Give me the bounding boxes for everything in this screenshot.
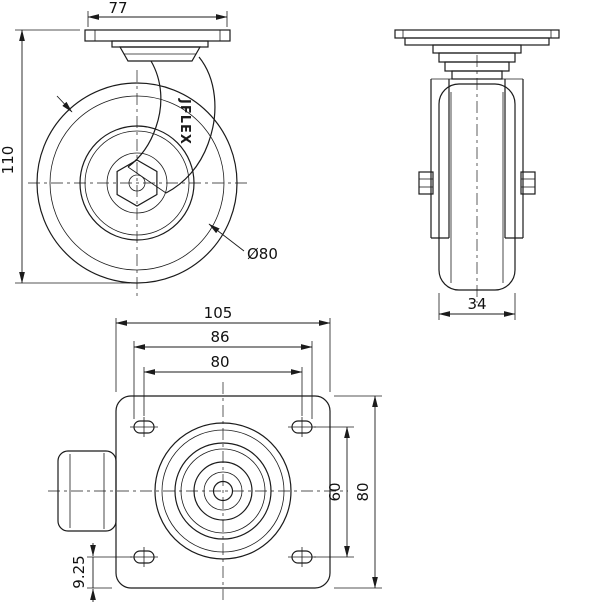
dim-34-label: 34 — [467, 295, 486, 313]
mounting-slot-bottom-right — [288, 547, 316, 567]
wheel-plan — [57, 450, 117, 532]
dim-105-label: 105 — [204, 304, 233, 322]
brand-logo: JFLEX — [177, 98, 192, 145]
swivel-head-side — [111, 40, 209, 62]
dim-bolt-span-outer: 86 — [133, 328, 313, 419]
bearing-ring — [154, 422, 292, 560]
bearing-ring — [193, 461, 253, 521]
dim-77-label: 77 — [108, 0, 127, 17]
dim-110-label: 110 — [0, 146, 17, 175]
bearing-ring — [203, 471, 243, 511]
top-plate-front — [394, 29, 560, 46]
fork-inner-edge — [127, 60, 162, 168]
race-ring — [432, 44, 522, 54]
fork-bottom-edge — [127, 166, 167, 194]
axle-nut-right — [520, 171, 536, 195]
dim-overall-height: 110 — [0, 29, 130, 284]
mounting-slot-top-right — [288, 417, 316, 437]
bearing-ring — [180, 448, 266, 534]
plan-view: 105 86 80 60 80 — [48, 304, 382, 602]
dim-60-label: 60 — [326, 482, 344, 501]
leader-line — [208, 223, 245, 252]
hub-outer-ring — [79, 125, 195, 241]
dim-86-label: 86 — [210, 328, 229, 346]
hub-boss — [106, 152, 168, 214]
dim-bolt-span-inner: 80 — [143, 353, 303, 416]
nut-outline — [418, 171, 434, 195]
tread-pointer-arrow — [56, 95, 73, 113]
race-dome — [118, 46, 202, 62]
axle-nut-left — [418, 171, 434, 195]
wheel-tread-inner — [49, 95, 225, 271]
axle-center-hole — [128, 174, 146, 192]
bearing-ring — [161, 429, 285, 553]
dim-80-label: 80 — [210, 353, 229, 371]
dim-edge-offset: 9.25 — [70, 543, 132, 602]
mounting-slot-bottom-left — [130, 547, 158, 567]
bearing-ring — [174, 442, 272, 540]
wheel-tread-outer — [36, 82, 238, 284]
mounting-slot-top-left — [130, 417, 158, 437]
dim-wheel-width: 34 — [438, 293, 516, 320]
dim-plate-width: 77 — [87, 0, 228, 27]
dim-plate-length: 105 — [115, 304, 331, 392]
kingpin-hole — [212, 480, 234, 502]
dim-925-label: 9.25 — [70, 555, 88, 588]
fork-side: JFLEX — [127, 56, 216, 194]
nut-outline — [520, 171, 536, 195]
dim-dia80-label: Ø80 — [247, 245, 278, 263]
hub-inner-ring — [84, 130, 190, 236]
dim-plate-depth: 80 — [334, 395, 382, 589]
mounting-plate-outline — [115, 395, 331, 589]
plate-lower-flange — [404, 37, 550, 46]
front-view: 34 — [394, 29, 560, 320]
plate-outline — [84, 29, 231, 42]
plate-outline — [394, 29, 560, 39]
side-view: 77 110 JFLEX — [0, 0, 278, 298]
dim-bolt-span-vertical: 60 — [314, 426, 354, 558]
top-plate-side — [84, 29, 231, 42]
dim-80v-label: 80 — [354, 482, 372, 501]
dim-wheel-diameter: Ø80 — [208, 223, 278, 263]
wheel-side — [28, 70, 250, 298]
race-top — [111, 40, 209, 48]
axle-hex-nut — [116, 159, 158, 207]
fork-outer-edge — [165, 56, 216, 194]
swivel-bearing-rings — [154, 422, 292, 560]
